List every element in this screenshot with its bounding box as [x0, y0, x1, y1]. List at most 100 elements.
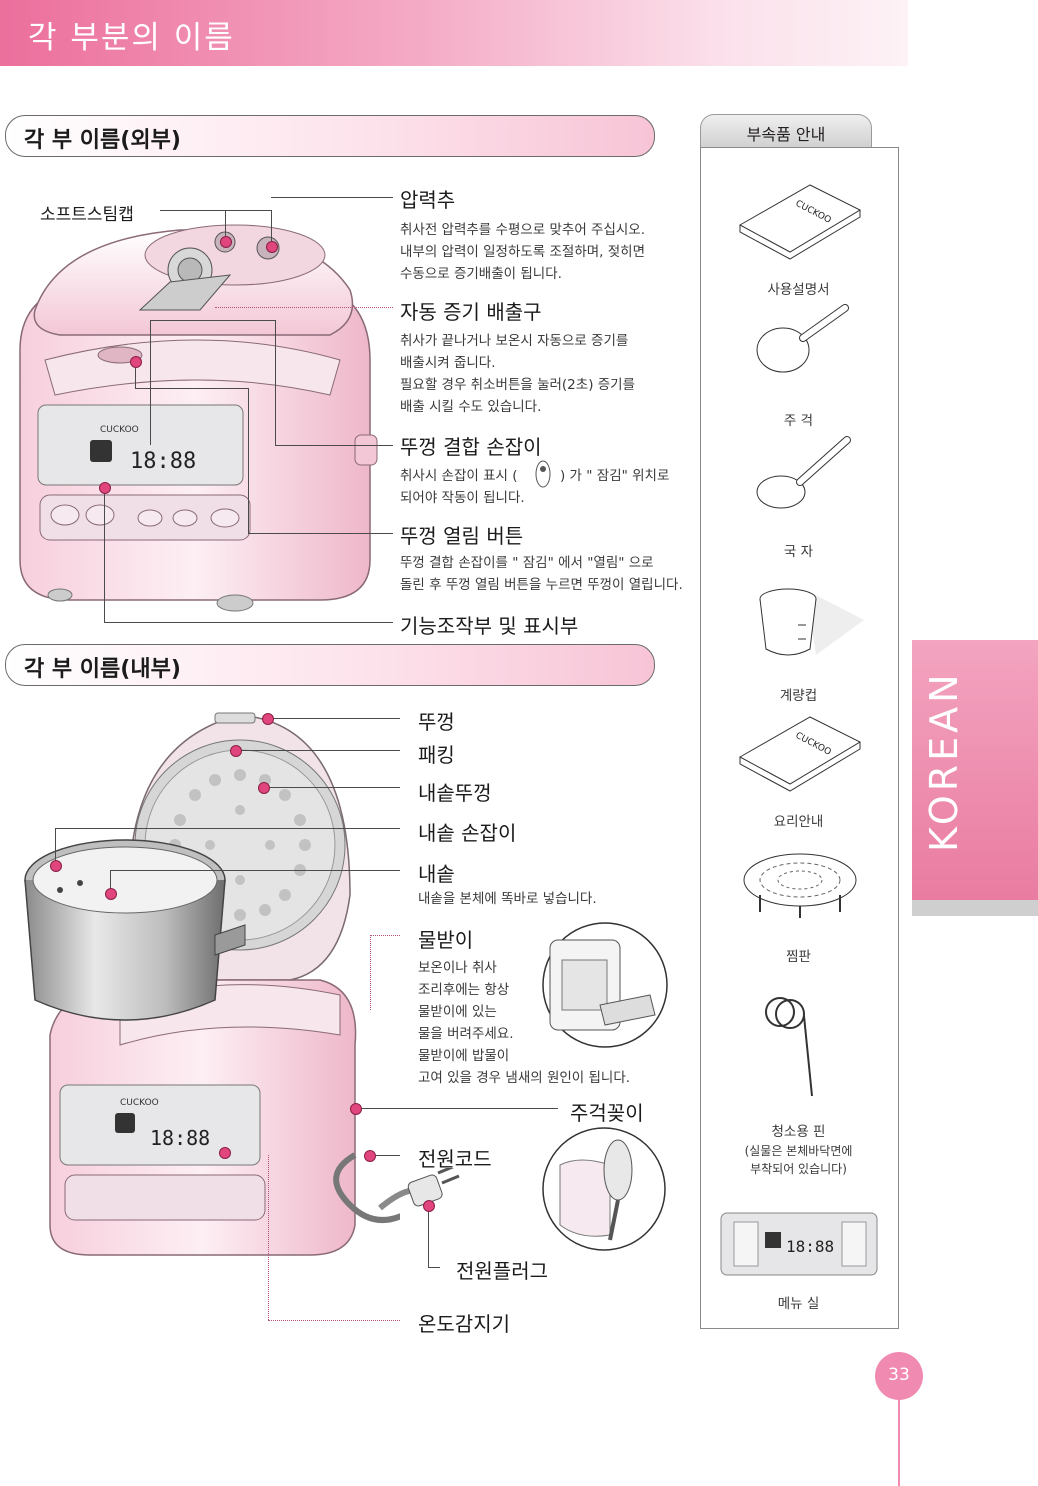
leader-pot — [110, 870, 400, 871]
pin — [50, 860, 62, 872]
label-spatula-holder: 주걱꽂이 — [570, 1097, 644, 1126]
desc-auto-steam-2: 배출시켜 줍니다. — [400, 352, 496, 374]
acc-note-1: (실물은 본체바닥면에 — [700, 1142, 897, 1159]
steam-plate-icon — [740, 850, 860, 920]
leader-v — [370, 935, 371, 1010]
page-number-line — [898, 1400, 900, 1486]
acc-label-manual: 사용설명서 — [700, 278, 897, 298]
desc-lid-handle-1: 취사시 손잡이 표시 ( — [400, 465, 518, 487]
leader-v — [268, 1155, 269, 1320]
section-title-exterior: 각 부 이름(외부) — [24, 122, 181, 154]
water-tray-detail — [540, 920, 670, 1050]
power-plug-illustration — [370, 1168, 460, 1228]
pin — [266, 241, 278, 253]
label-water-tray: 물받이 — [418, 924, 473, 953]
label-auto-steam: 자동 증기 배출구 — [400, 296, 542, 325]
leader-pressure-weight — [271, 197, 393, 198]
leader-lid-handle — [275, 445, 393, 446]
desc-lid-open-1: 뚜껑 결합 손잡이를 " 잠김" 에서 "열림" 으로 — [400, 552, 654, 574]
acc-label-ladle: 국 자 — [700, 540, 897, 560]
desc-auto-steam-1: 취사가 끝나거나 보온시 자동으로 증기를 — [400, 330, 628, 352]
acc-label-recipe: 요리안내 — [700, 810, 897, 830]
label-lid-open: 뚜껑 열림 버튼 — [400, 520, 523, 549]
spatula-holder-detail — [540, 1125, 668, 1253]
leader-inner-lid — [266, 787, 400, 788]
leader-packing — [238, 750, 400, 751]
leader-auto-steam — [215, 307, 393, 308]
manual-book-icon: CUCKOO — [735, 180, 865, 260]
desc-auto-steam-3: 필요할 경우 취소버튼을 눌러(2초) 증기를 — [400, 374, 635, 396]
desc-water-tray-6: 고여 있을 경우 냄새의 원인이 됩니다. — [418, 1067, 630, 1089]
label-packing: 패킹 — [418, 739, 455, 768]
pin — [364, 1150, 376, 1162]
rice-spatula-icon — [755, 300, 850, 380]
pin — [105, 888, 117, 900]
ladle-icon — [755, 432, 855, 512]
page-number: 33 — [875, 1365, 923, 1385]
pin — [219, 1147, 231, 1159]
desc-lid-handle-2: 되어야 작동이 됩니다. — [400, 487, 525, 509]
label-control-panel: 기능조작부 및 표시부 — [400, 610, 578, 639]
display-brand: CUCKOO — [100, 425, 139, 435]
label-pressure-weight: 압력추 — [400, 184, 455, 213]
leader-v — [248, 388, 249, 533]
accessories-tab-label: 부속품 안내 — [701, 121, 871, 145]
leader-soft-steam-cap — [160, 210, 272, 211]
leader-pot-handle — [55, 828, 400, 829]
label-pot: 내솥 — [418, 858, 455, 887]
svg-text:18:88: 18:88 — [150, 1126, 210, 1150]
desc-water-tray-2: 조리후에는 항상 — [418, 979, 509, 1001]
acc-label-cleaning-pin: 청소용 핀 — [700, 1120, 897, 1140]
label-lid: 뚜껑 — [418, 706, 455, 735]
desc-lid-handle-1b: ) 가 " 잠김" 위치로 — [560, 465, 669, 487]
label-power-cord: 전원코드 — [418, 1143, 492, 1172]
leader-v — [104, 486, 105, 622]
leader-lid — [270, 718, 400, 719]
language-side-tab-shadow — [912, 900, 1038, 916]
menu-seal-icon: 18:88 — [720, 1212, 878, 1276]
leader — [150, 320, 275, 321]
cleaning-pin-icon — [760, 990, 820, 1100]
label-temp-sensor: 온도감지기 — [418, 1308, 510, 1337]
label-pot-handle: 내솥 손잡이 — [418, 817, 516, 846]
leader-lid-open — [248, 533, 393, 534]
acc-label-cup: 계량컵 — [700, 684, 897, 704]
recipe-book-icon: CUCKOO — [735, 712, 865, 792]
leader-v — [428, 1205, 429, 1267]
leader-temp-sensor — [268, 1320, 400, 1321]
pin — [258, 782, 270, 794]
leader-v — [275, 320, 276, 445]
cooker-exterior-illustration: CUCKOO 18:88 — [0, 170, 400, 630]
leader-control-panel — [104, 622, 393, 623]
desc-lid-open-2: 돌린 후 뚜껑 열림 버튼을 누르면 뚜껑이 열립니다. — [400, 574, 683, 596]
acc-note-2: 부착되어 있습니다) — [700, 1160, 897, 1177]
pin — [350, 1103, 362, 1115]
page-title: 각 부분의 이름 — [28, 12, 235, 57]
pin — [230, 745, 242, 757]
acc-label-steam-plate: 찜판 — [700, 945, 897, 965]
measuring-cup-icon — [756, 585, 866, 665]
desc-pot: 내솥을 본체에 똑바로 넣습니다. — [418, 888, 597, 910]
desc-water-tray-5: 물받이에 밥물이 — [418, 1045, 509, 1067]
accessories-tab: 부속품 안내 — [700, 114, 872, 149]
leader — [135, 388, 248, 389]
leader-water-tray — [370, 935, 400, 936]
desc-pressure-weight-1: 취사전 압력추를 수평으로 맞추어 주십시오. — [400, 219, 645, 241]
svg-text:CUCKOO: CUCKOO — [120, 1098, 159, 1108]
pin — [130, 356, 142, 368]
label-inner-lid: 내솥뚜껑 — [418, 777, 492, 806]
pin — [423, 1200, 435, 1212]
language-label: KOREAN — [922, 670, 966, 852]
pin — [262, 713, 274, 725]
leader-spatula-holder — [358, 1108, 558, 1109]
label-power-plug: 전원플러그 — [456, 1255, 548, 1284]
acc-label-spatula: 주 걱 — [700, 409, 897, 429]
section-title-interior: 각 부 이름(내부) — [24, 651, 181, 683]
desc-pressure-weight-3: 수동으로 증기배출이 됩니다. — [400, 263, 562, 285]
desc-auto-steam-4: 배출 시킬 수도 있습니다. — [400, 396, 541, 418]
desc-pressure-weight-2: 내부의 압력이 일정하도록 조절하며, 젖히면 — [400, 241, 645, 263]
desc-water-tray-4: 물을 버려주세요. — [418, 1023, 514, 1045]
lock-knob-icon — [534, 459, 552, 489]
cooker-interior-illustration: CUCKOO 18:88 — [20, 705, 400, 1265]
svg-text:18:88: 18:88 — [786, 1237, 834, 1256]
